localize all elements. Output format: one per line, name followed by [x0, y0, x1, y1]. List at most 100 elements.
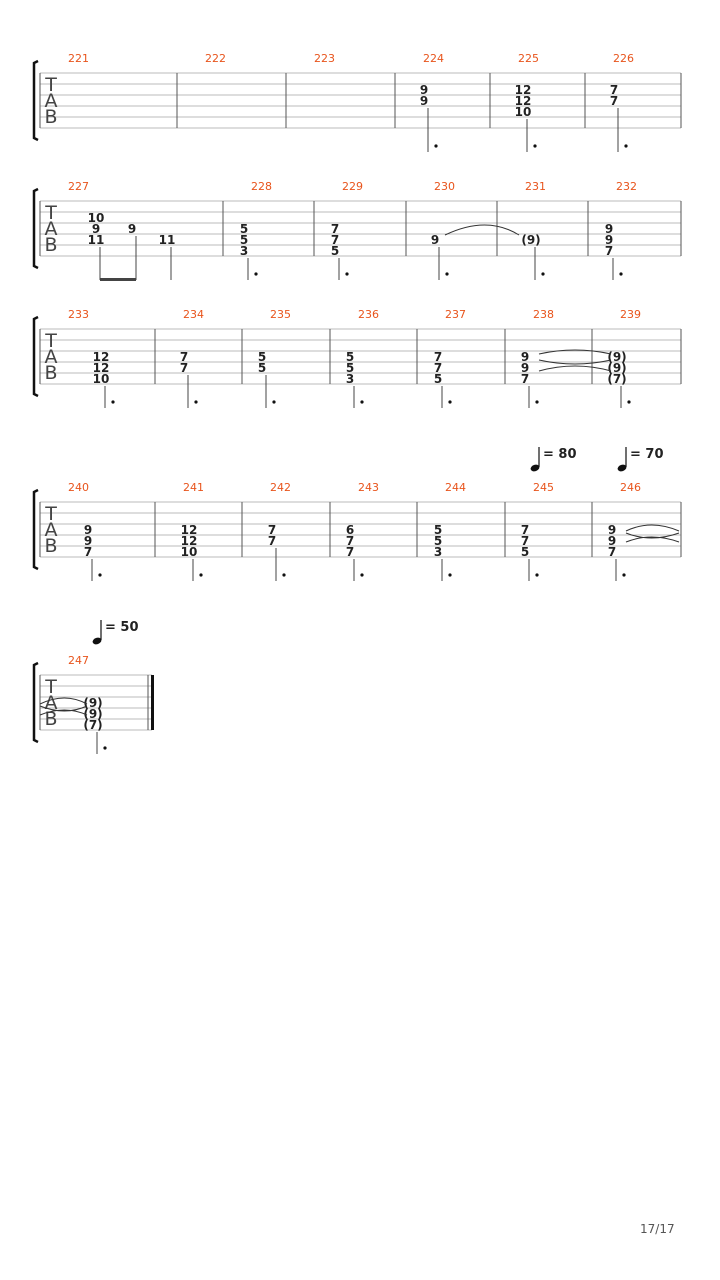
- fret-number: 5: [258, 361, 266, 375]
- rhythm-dot: [434, 144, 438, 148]
- system-bracket: [32, 59, 39, 142]
- fret-number: 12: [515, 94, 532, 108]
- fret-number: 7: [605, 244, 613, 258]
- fret-number: 7: [610, 83, 618, 97]
- rhythm-dot: [448, 400, 452, 404]
- tab-clef-letter: T: [44, 330, 57, 352]
- rhythm-dot: [111, 400, 115, 404]
- tempo-value: = 70: [630, 447, 664, 462]
- fret-number: 9: [420, 83, 428, 97]
- fret-number: (9): [83, 696, 102, 710]
- system-bracket: [32, 661, 39, 744]
- fret-number: 7: [434, 361, 442, 375]
- measure-number: 232: [616, 180, 637, 193]
- system-bracket: [32, 187, 39, 270]
- tab-clef-letter: A: [45, 519, 58, 541]
- measure-number: 224: [423, 52, 444, 65]
- fret-number: 9: [420, 94, 428, 108]
- tie-curve: [538, 349, 612, 355]
- fret-number: (9): [607, 361, 626, 375]
- fret-number: 12: [181, 523, 198, 537]
- quarter-note-icon: [617, 464, 627, 472]
- fret-number: 5: [521, 545, 529, 559]
- tie-curve: [625, 532, 680, 539]
- tab-clef-letter: T: [44, 74, 57, 96]
- measure-number: 228: [251, 180, 272, 193]
- tie-curve: [39, 705, 88, 712]
- rhythm-dot: [627, 400, 631, 404]
- tempo-marking: = 70: [617, 447, 664, 472]
- measure-number: 231: [525, 180, 546, 193]
- fret-number: 7: [346, 534, 354, 548]
- tempo-marking: = 50: [92, 620, 139, 645]
- tempo-value: = 50: [105, 620, 139, 635]
- system-bracket: [32, 315, 39, 398]
- fret-number: (7): [607, 372, 626, 386]
- rhythm-dot: [103, 746, 107, 750]
- tie-curve: [39, 697, 88, 705]
- tab-system: TAB2331212102347723555236553237775238997…: [32, 308, 682, 408]
- measure-number: 238: [533, 308, 554, 321]
- fret-number: 9: [84, 534, 92, 548]
- fret-number: 5: [331, 244, 339, 258]
- tie-curve: [39, 709, 88, 716]
- fret-number: 7: [331, 233, 339, 247]
- tie-curve: [625, 524, 680, 532]
- tab-clef-letter: B: [44, 234, 57, 256]
- fret-number: 12: [515, 83, 532, 97]
- measure-number: 242: [270, 481, 291, 494]
- rhythm-dot: [98, 573, 102, 577]
- rhythm-dot: [541, 272, 545, 276]
- measure-number: 222: [205, 52, 226, 65]
- fret-number: 3: [240, 244, 248, 258]
- measure-number: 240: [68, 481, 89, 494]
- measure-number: 245: [533, 481, 554, 494]
- measure-number: 234: [183, 308, 204, 321]
- fret-number: 9: [128, 222, 136, 236]
- tab-system: TAB227109119112285532297752309231(9)2329…: [32, 180, 682, 281]
- measure-number: 236: [358, 308, 379, 321]
- measure-number: 227: [68, 180, 89, 193]
- fret-number: 6: [346, 523, 354, 537]
- measure-number: 237: [445, 308, 466, 321]
- quarter-note-icon: [92, 637, 102, 645]
- fret-number: 7: [84, 545, 92, 559]
- measure-number: 241: [183, 481, 204, 494]
- page-number: 17/17: [640, 1222, 675, 1236]
- fret-number: 5: [346, 361, 354, 375]
- fret-number: 7: [521, 372, 529, 386]
- fret-number: 5: [434, 523, 442, 537]
- rhythm-dot: [624, 144, 628, 148]
- fret-number: 9: [521, 361, 529, 375]
- measure-number: 247: [68, 654, 89, 667]
- fret-number: 9: [605, 233, 613, 247]
- fret-number: 9: [84, 523, 92, 537]
- measure-number: 223: [314, 52, 335, 65]
- fret-number: 7: [268, 523, 276, 537]
- tie-curve: [444, 224, 520, 236]
- measure-number: 230: [434, 180, 455, 193]
- tab-clef-letter: T: [44, 676, 57, 698]
- rhythm-dot: [535, 573, 539, 577]
- fret-number: 12: [93, 350, 110, 364]
- tab-clef-letter: B: [44, 362, 57, 384]
- fret-number: 7: [521, 523, 529, 537]
- tie-curve: [538, 365, 612, 372]
- system-bracket: [32, 488, 39, 571]
- fret-number: 7: [608, 545, 616, 559]
- rhythm-dot: [533, 144, 537, 148]
- rhythm-dot: [272, 400, 276, 404]
- rhythm-dot: [622, 573, 626, 577]
- rhythm-dot: [345, 272, 349, 276]
- tab-clef-letter: A: [45, 90, 58, 112]
- fret-number: 7: [268, 534, 276, 548]
- tie-curve: [538, 359, 612, 365]
- tab-clef-letter: T: [44, 202, 57, 224]
- note-beam: [100, 278, 136, 281]
- fret-number: (9): [607, 350, 626, 364]
- fret-number: 9: [608, 523, 616, 537]
- fret-number: (9): [521, 233, 540, 247]
- measure-number: 239: [620, 308, 641, 321]
